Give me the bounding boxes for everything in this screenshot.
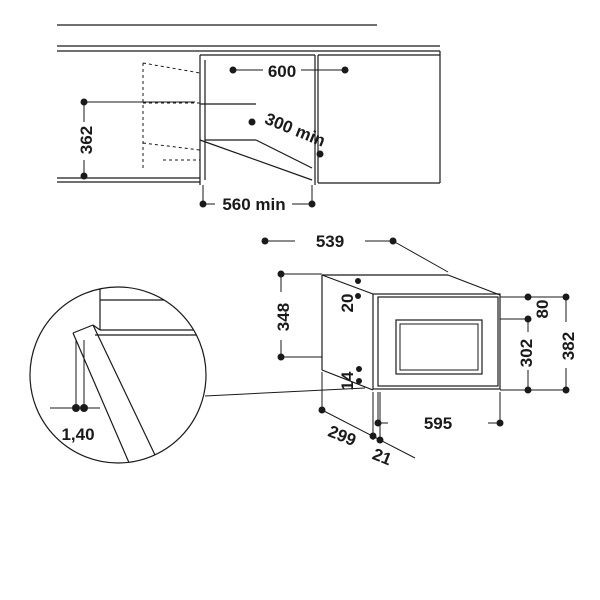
offset-20-label: 20 — [338, 294, 357, 313]
dimension-600: 600 — [229, 62, 349, 81]
dimension-80: 80 — [500, 293, 566, 323]
oven-body — [321, 274, 501, 391]
dimension-595: 595 — [374, 392, 504, 433]
niche-box — [199, 54, 316, 185]
height-348-label: 348 — [274, 303, 293, 331]
niche-diagram: 600 362 300 min 560 min — [57, 24, 441, 214]
dimension-382: 382 — [559, 293, 578, 394]
dimension-20: 20 — [338, 278, 361, 312]
detail-circle — [29, 286, 207, 464]
dimension-14: 14 — [338, 366, 362, 390]
left-cabinet-hidden — [142, 62, 201, 170]
dimension-539: 539 — [261, 232, 449, 273]
detail-magnifier: 1,40 — [29, 286, 207, 464]
detail-leader-line — [204, 387, 366, 397]
height-382-label: 382 — [559, 332, 578, 360]
oven-front-panel — [372, 293, 501, 390]
height-302-label: 302 — [517, 339, 536, 367]
dimension-362: 362 — [77, 98, 195, 180]
min-width-560-label: 560 min — [222, 195, 285, 214]
depth-539-label: 539 — [316, 232, 344, 251]
gap-1-40-label: 1,40 — [61, 425, 94, 444]
width-595-label: 595 — [424, 414, 452, 433]
dimension-560-min: 560 min — [199, 185, 316, 214]
appliance-diagram: 539 348 20 14 — [204, 232, 578, 470]
right-cabinet — [317, 51, 441, 184]
dimension-348: 348 — [274, 270, 322, 361]
thickness-21-label: 21 — [370, 445, 395, 470]
offset-14-label: 14 — [338, 371, 357, 390]
panel-80-label: 80 — [533, 300, 552, 319]
dimension-302: 302 — [500, 319, 566, 394]
dimension-300-min: 300 min — [248, 109, 328, 158]
width-600-label: 600 — [268, 62, 296, 81]
height-362-label: 362 — [77, 126, 96, 154]
